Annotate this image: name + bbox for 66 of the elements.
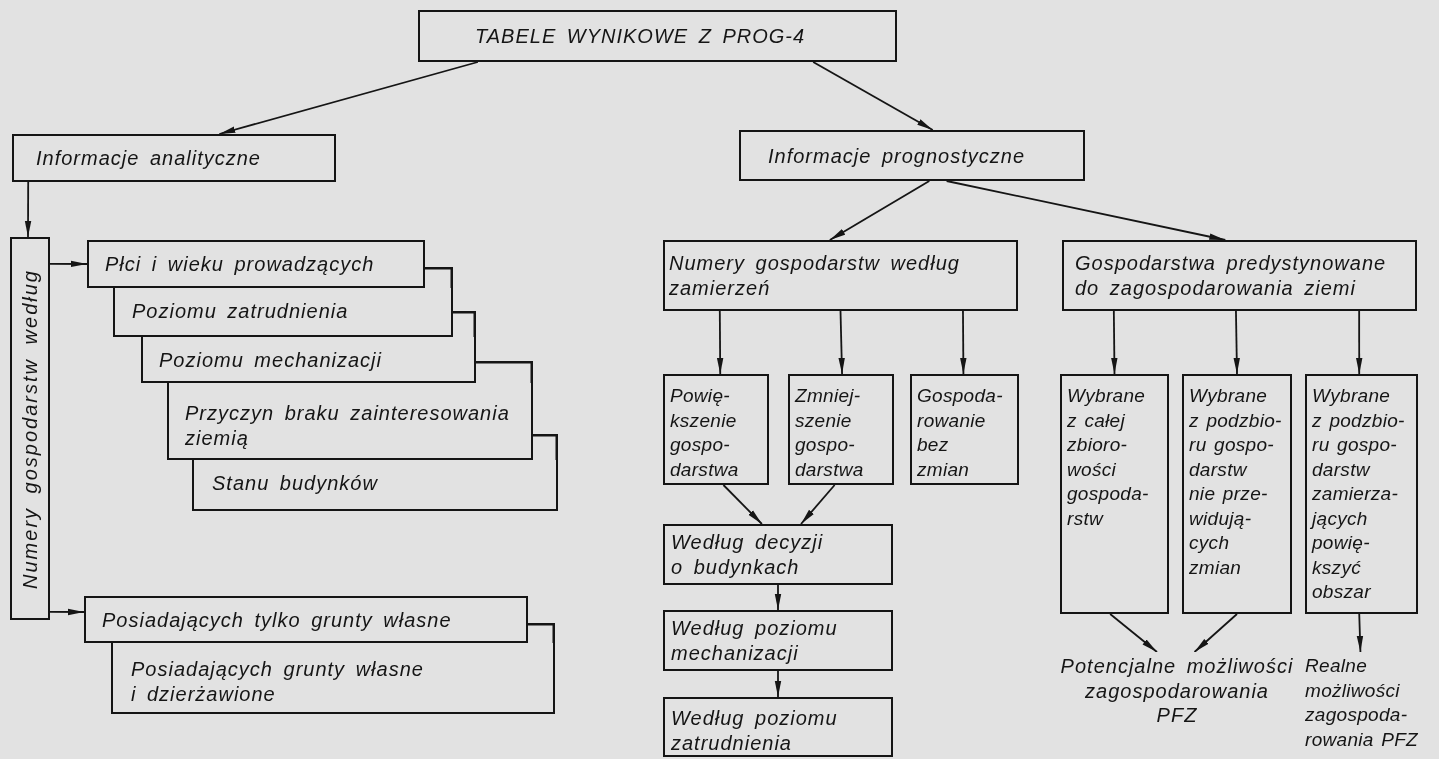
box-label: Wybrane z całej zbioro- wości gospoda- rstw — [1066, 384, 1150, 531]
arrow — [1356, 613, 1364, 653]
arrow — [716, 310, 724, 375]
arrow — [812, 61, 934, 131]
process-box — [87, 240, 425, 288]
process-box — [141, 337, 476, 383]
arrow — [1111, 310, 1118, 375]
process-box — [418, 10, 897, 62]
arrow — [1356, 310, 1363, 375]
arrow — [1233, 310, 1240, 375]
process-box — [788, 374, 894, 485]
box-label: Według poziomu zatrudnienia — [670, 706, 839, 755]
vertical-label: Numery gospodarstw według — [17, 268, 42, 589]
process-box — [910, 374, 1019, 485]
process-box — [192, 460, 558, 511]
box-label: TABELE WYNIKOWE Z PROG-4 — [474, 24, 807, 49]
process-box — [1182, 374, 1292, 614]
arrow — [960, 310, 967, 375]
arrow — [1193, 613, 1238, 653]
box-label: Gospodarstwa predystynowane do zagospodarowania ziemi — [1074, 251, 1388, 300]
process-box — [739, 130, 1085, 181]
box-label: Informacje analityczne — [35, 146, 262, 171]
box-label: Stanu budynków — [211, 471, 379, 496]
process-box — [663, 524, 893, 585]
arrow — [945, 180, 1227, 241]
box-label: Według decyzji o budynkach — [670, 530, 825, 579]
box-label: Wybrane z podzbio- ru gospo- darstw zamierza- jących powię- kszyć obszar — [1309, 384, 1406, 604]
arrow — [218, 61, 479, 135]
box-label: Posiadających tylko grunty własne — [101, 608, 453, 633]
outcome-text: Potencjalne możliwości zagospodarowania PFZ — [1059, 654, 1295, 728]
category-box — [10, 237, 50, 620]
process-box — [12, 134, 336, 182]
arrow — [838, 310, 845, 375]
box-label: Według poziomu mechanizacji — [670, 616, 839, 665]
process-box — [663, 697, 893, 757]
box-label: Posiadających grunty własne i dzierżawione — [130, 657, 425, 706]
process-box — [663, 374, 769, 485]
process-box — [113, 288, 453, 337]
box-label: Informacje prognostyczne — [767, 144, 1026, 169]
box-label: Wybrane z podzbio- ru gospo- darstw nie prze- widują- cych zmian — [1188, 384, 1283, 580]
process-box — [663, 240, 1018, 311]
box-label: Powię- kszenie gospo- darstwa — [669, 384, 740, 482]
process-box — [1060, 374, 1169, 614]
box-label: Poziomu zatrudnienia — [131, 299, 350, 324]
box-label: Poziomu mechanizacji — [158, 348, 383, 373]
arrow — [49, 260, 88, 268]
process-box — [84, 596, 528, 643]
arrow — [49, 608, 85, 616]
outcome-text: Realne możliwości zagospoda- rowania PFZ — [1305, 654, 1419, 752]
arrow — [828, 180, 931, 241]
process-box — [1062, 240, 1417, 311]
arrow — [1109, 613, 1158, 653]
process-box — [1305, 374, 1418, 614]
box-label: Zmniej- szenie gospo- darstwa — [793, 384, 865, 482]
process-box — [663, 610, 893, 671]
process-box — [167, 383, 533, 460]
arrow — [722, 484, 763, 525]
box-label: Numery gospodarstw według zamierzeń — [668, 251, 961, 300]
arrow — [774, 584, 782, 611]
box-label: Przyczyn braku zainteresowania ziemią — [184, 401, 511, 450]
process-box — [111, 643, 555, 714]
arrow — [24, 181, 32, 238]
arrow — [774, 670, 782, 698]
arrow — [800, 484, 836, 525]
box-label: Płci i wieku prowadzących — [104, 252, 376, 277]
box-label: Gospoda- rowanie bez zmian — [916, 384, 1004, 482]
